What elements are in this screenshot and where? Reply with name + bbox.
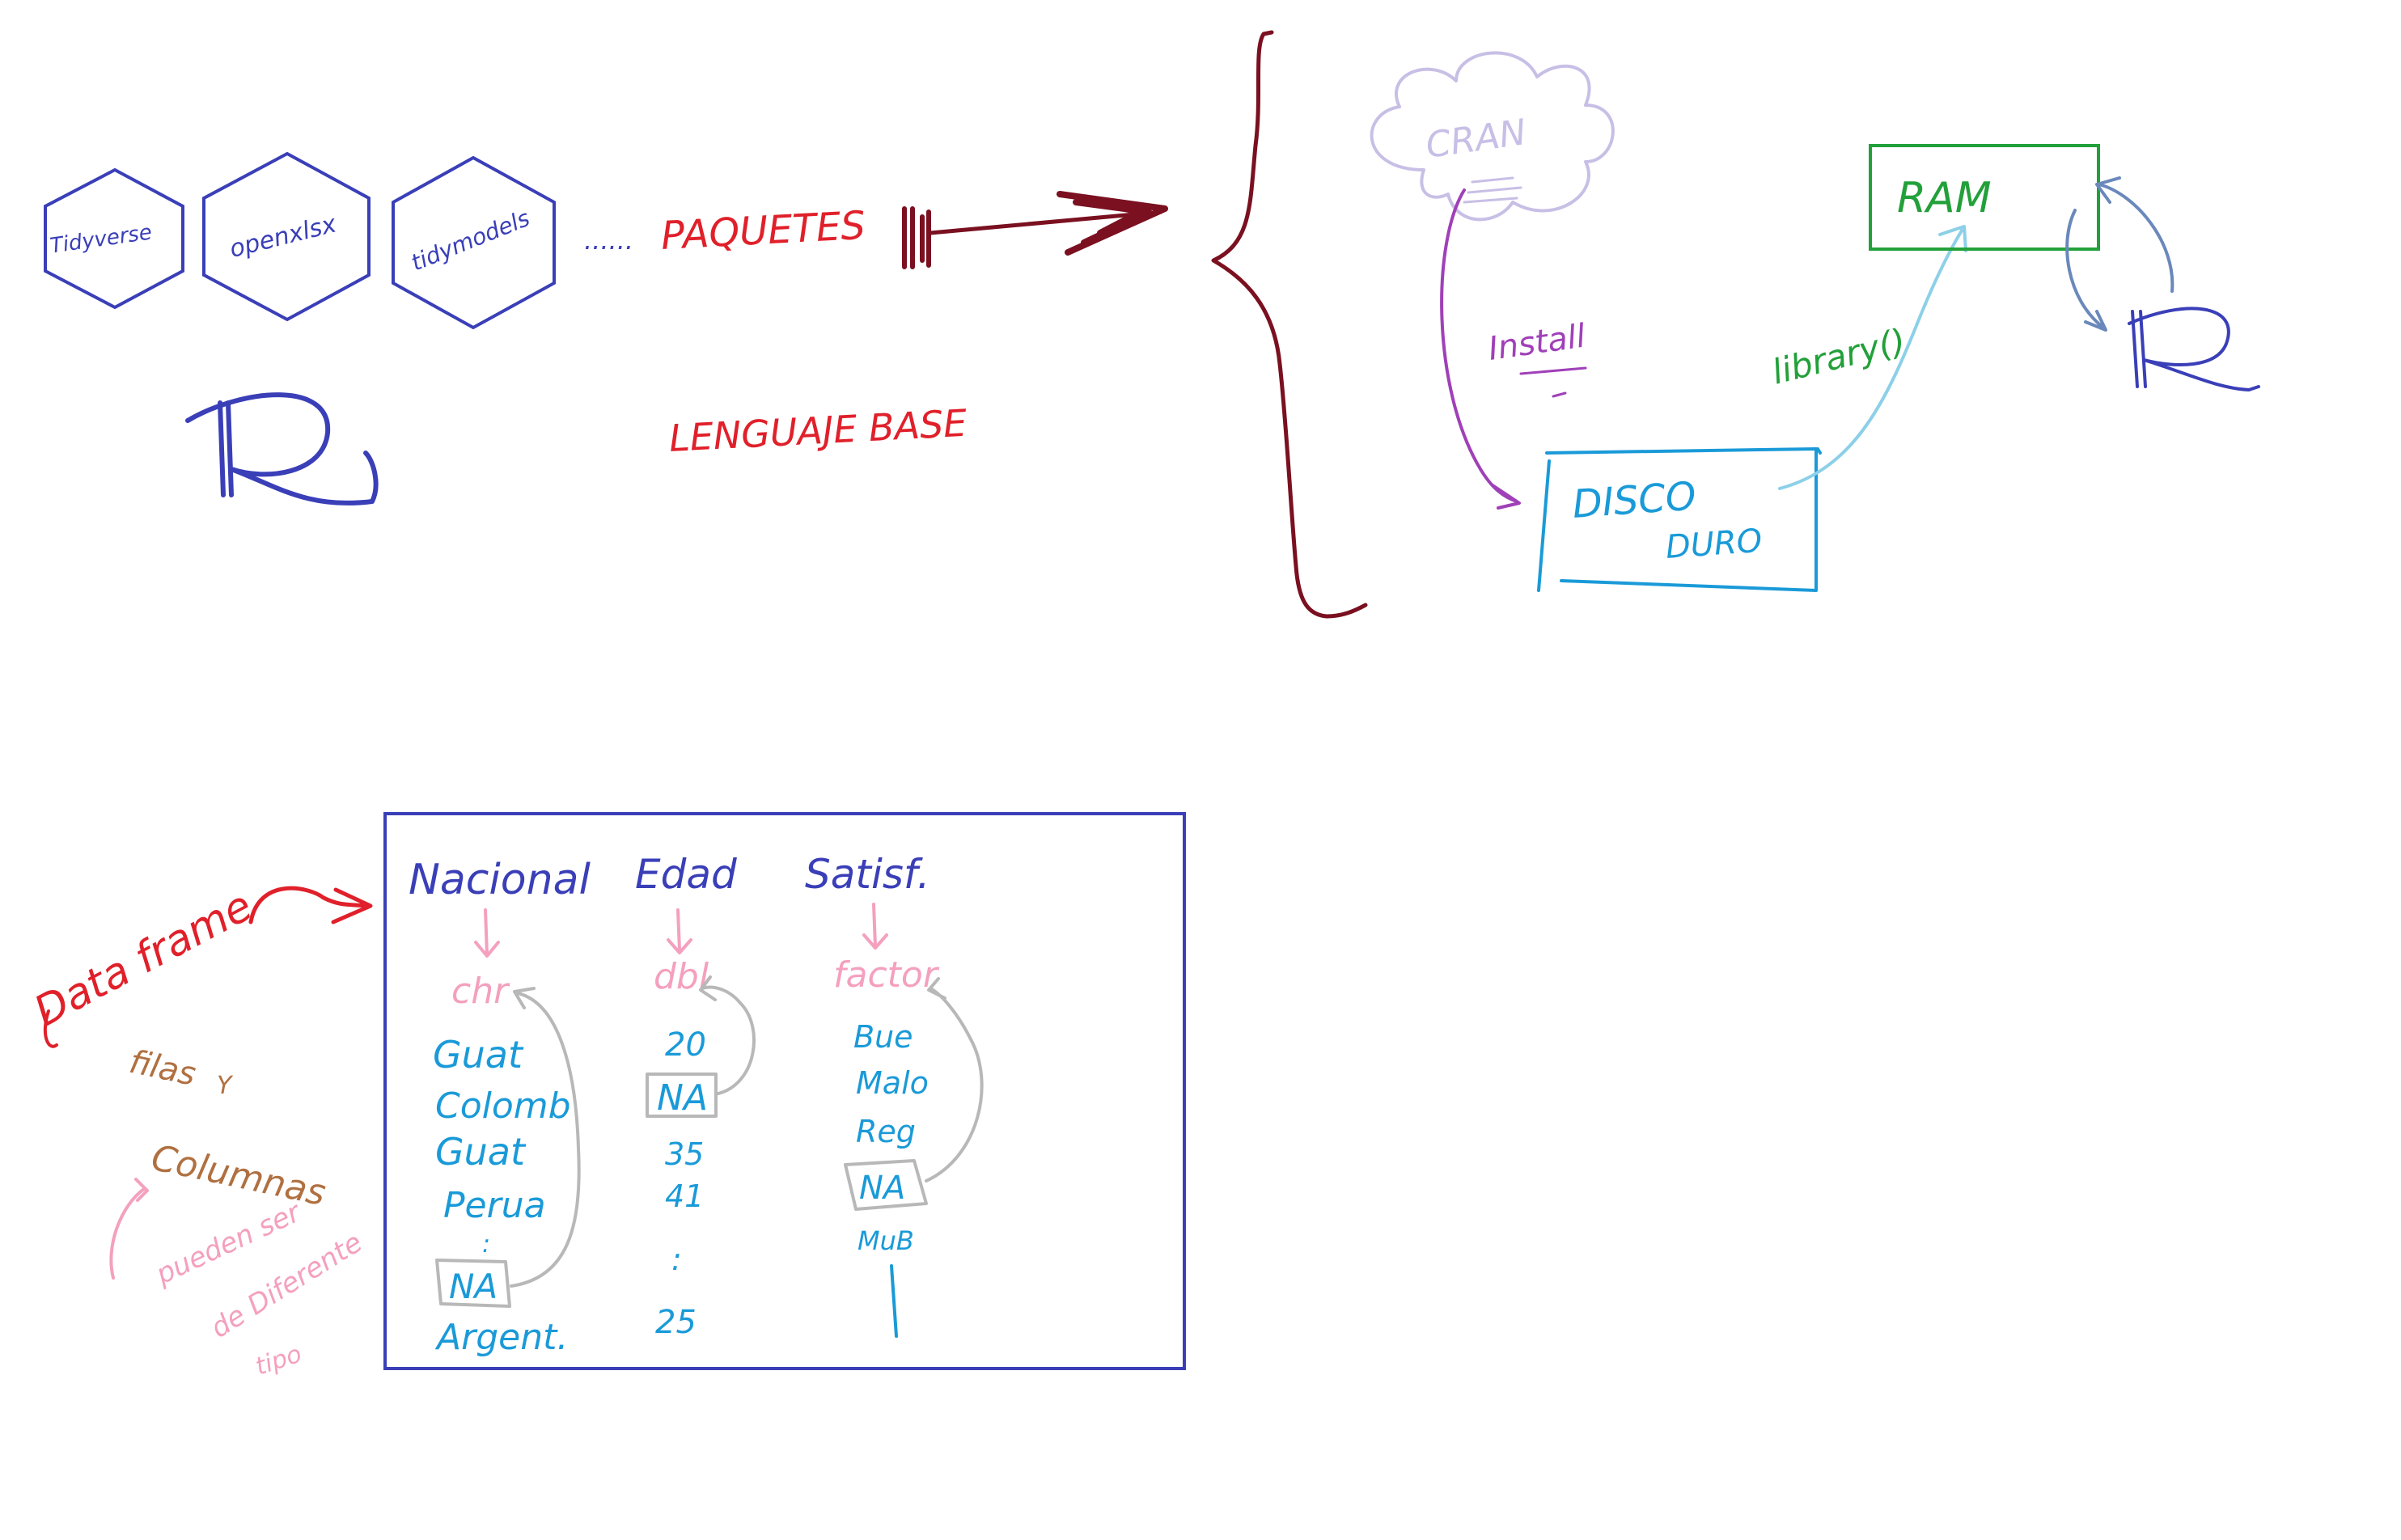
na-to-type-arrow xyxy=(510,987,581,1288)
install-label: Install xyxy=(1486,318,1588,368)
cran-scribble xyxy=(1463,176,1522,204)
column-header: Edad xyxy=(635,851,737,898)
cell-value: Colomb xyxy=(435,1085,571,1127)
ram-to-r-arrow xyxy=(2065,209,2107,332)
library-arrow xyxy=(1778,225,1967,490)
cell-value: MuB xyxy=(858,1225,914,1256)
na-box xyxy=(646,1072,718,1118)
cell-value: : xyxy=(482,1230,490,1259)
dataframe-arrow xyxy=(248,886,373,924)
table-column-edad: Edad dbl 20 NA 35 41 : 25 xyxy=(635,851,756,1341)
lenguaje-base-label: LENGUAJE BASE xyxy=(668,401,968,460)
cell-value: Malo xyxy=(856,1065,929,1101)
cell-value: Guat xyxy=(435,1130,527,1174)
disco-label: DISCO xyxy=(1571,473,1697,527)
dataframe-label: Data frame xyxy=(27,882,260,1036)
disco-duro-box xyxy=(1537,447,1822,592)
ram-box xyxy=(1869,144,2100,251)
cell-value: Perua xyxy=(443,1185,546,1226)
columnas-label: Columnas xyxy=(148,1137,329,1214)
na-to-type-arrow xyxy=(699,975,756,1095)
cell-value: NA xyxy=(657,1077,708,1119)
curly-brace xyxy=(1211,30,1368,619)
package-label-tidyverse: Tidyverse xyxy=(49,220,154,258)
duro-label: DURO xyxy=(1664,522,1763,566)
install-underline xyxy=(1519,366,1587,398)
continuation-line xyxy=(890,1264,898,1338)
cell-value: 41 xyxy=(665,1178,704,1214)
column-header: Nacional xyxy=(409,856,591,904)
hexagon-tidyverse xyxy=(44,167,184,310)
dataframe-hook xyxy=(43,1009,58,1048)
cell-value: 35 xyxy=(665,1136,704,1172)
package-label-tidymodels: tidymodels xyxy=(407,205,533,277)
install-arrow xyxy=(1440,188,1521,510)
package-hexagons: Tidyverse openxlsx tidymodels xyxy=(44,151,556,330)
cran-label: CRAN xyxy=(1423,112,1528,167)
table-column-satisf: Satisf. factor Bue Malo Reg NA MuB xyxy=(805,851,984,1338)
type-arrow xyxy=(667,908,692,954)
column-header: Satisf. xyxy=(805,851,930,898)
cell-value: 20 xyxy=(665,1026,706,1064)
na-box xyxy=(435,1259,511,1308)
cell-value: 25 xyxy=(655,1304,697,1341)
cell-value: NA xyxy=(449,1267,498,1306)
arrow-to-brace xyxy=(902,191,1168,269)
filas-label: filas xyxy=(126,1043,199,1094)
library-label: library() xyxy=(1768,321,1910,392)
r-to-ram-arrow xyxy=(2095,176,2174,293)
na-box xyxy=(844,1159,928,1211)
cell-value: Bue xyxy=(853,1019,913,1055)
cell-value: Argent. xyxy=(434,1317,568,1358)
cell-value: NA xyxy=(859,1170,905,1207)
package-label-openxlsx: openxlsx xyxy=(227,209,339,264)
note-bracket xyxy=(109,1178,149,1280)
r-logo-left: R xyxy=(185,392,379,506)
cell-value: Guat xyxy=(433,1033,524,1077)
column-type: chr xyxy=(451,971,510,1012)
dataframe-table-frame xyxy=(383,812,1186,1370)
type-arrow xyxy=(862,903,888,950)
ram-label: RAM xyxy=(1897,174,1992,222)
paquetes-label: PAQUETES xyxy=(660,203,866,259)
ellipsis-dots: ...... xyxy=(584,225,633,256)
note-line-3: tipo xyxy=(252,1340,306,1381)
y-label: Y xyxy=(217,1072,234,1100)
cell-value: Reg xyxy=(856,1114,916,1149)
r-logo-right: R xyxy=(2128,307,2260,391)
na-to-type-arrow xyxy=(925,977,984,1182)
column-type: factor xyxy=(833,954,940,996)
cran-cloud xyxy=(1370,51,1615,222)
cell-value: : xyxy=(671,1242,682,1277)
type-arrow xyxy=(474,908,500,958)
hexagon-tidymodels xyxy=(392,155,556,330)
hexagon-openxlsx xyxy=(202,151,371,322)
table-column-nacional: Nacional chr Guat Colomb Guat Perua : NA… xyxy=(409,856,591,1358)
